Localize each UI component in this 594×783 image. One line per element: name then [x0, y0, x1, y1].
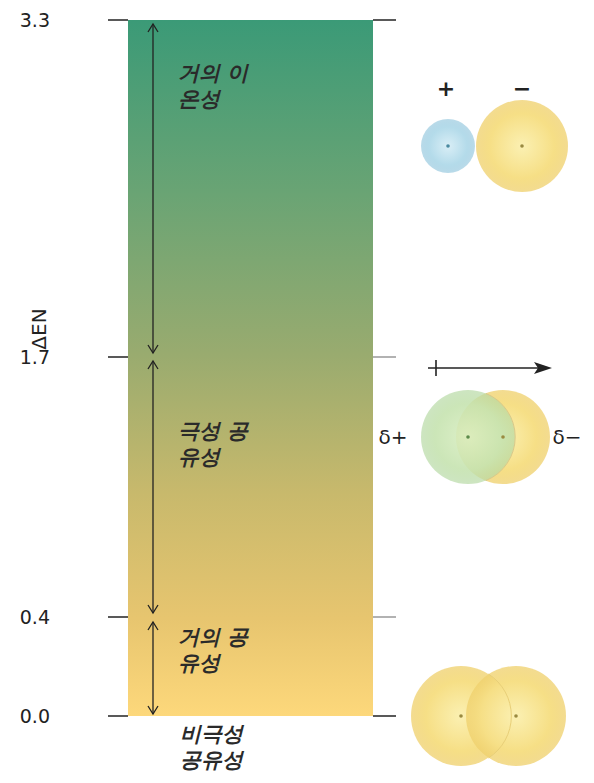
charge-sign: +: [437, 76, 455, 101]
tick-value: 3.3: [20, 9, 50, 31]
bond-type-label: 극성 공유성: [178, 418, 258, 471]
bond-type-label: 거의 이온성: [178, 60, 258, 113]
bond-type-label: 거의 공유성: [178, 624, 258, 677]
partial-charge: δ+: [379, 425, 408, 449]
tick-value: 0.4: [20, 606, 50, 628]
tick-value: 0.0: [20, 705, 50, 727]
region-label: 비극성 공유성: [180, 721, 260, 774]
tick-value: 1.7: [20, 346, 50, 368]
range-arrows: [128, 20, 373, 716]
gradient-bar: 거의 이온성극성 공유성거의 공유성: [128, 20, 373, 716]
axis-title: ΔEN: [27, 309, 51, 350]
partial-charge: δ−: [553, 425, 582, 449]
charge-sign: −: [513, 76, 531, 101]
